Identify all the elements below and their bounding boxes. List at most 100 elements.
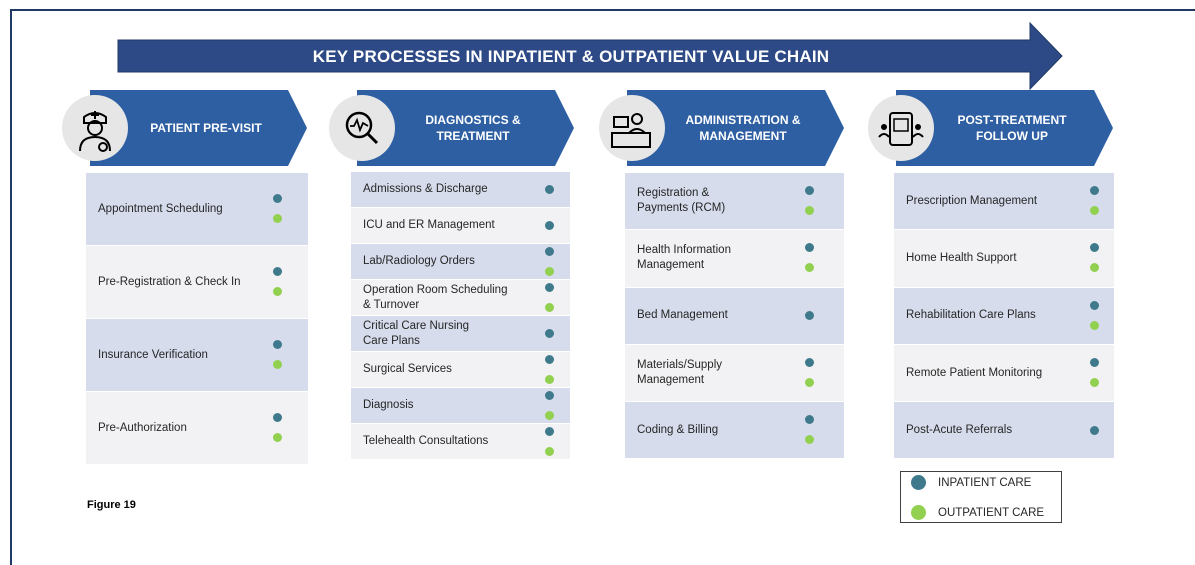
inpatient-dot-icon: [1090, 358, 1099, 368]
banner-arrow-shape: [117, 21, 1063, 91]
inpatient-dot-icon: [545, 185, 554, 194]
inpatient-dot-icon: [1090, 300, 1099, 310]
process-row: Diagnosis: [351, 388, 570, 423]
process-row: Registration & Payments (RCM): [625, 173, 844, 230]
outpatient-dot-icon: [805, 263, 814, 273]
admin-desk-icon: [599, 95, 665, 161]
process-column: Registration & Payments (RCM) Health Info…: [625, 173, 844, 460]
inpatient-dot-icon: [805, 186, 814, 196]
inpatient-dot-icon: [545, 329, 554, 338]
header-chevron-shape: [627, 90, 844, 166]
doctor-icon: [62, 95, 128, 161]
process-row: Appointment Scheduling: [86, 173, 308, 245]
value-chain-banner: KEY PROCESSES IN INPATIENT & OUTPATIENT …: [0, 0, 1195, 100]
process-row: Bed Management: [625, 287, 844, 344]
outpatient-dot-icon: [545, 374, 554, 384]
process-label: Surgical Services: [363, 363, 452, 375]
header-title: DIAGNOSTICS & TREATMENT: [425, 113, 521, 143]
process-label: Materials/Supply Management: [637, 359, 723, 387]
process-label: Operation Room Scheduling & Turnover: [363, 283, 508, 311]
process-row: Surgical Services: [351, 352, 570, 387]
outpatient-dot-icon: [1090, 263, 1099, 273]
inpatient-dot-icon: [805, 311, 814, 321]
process-row: ICU and ER Management: [351, 208, 570, 243]
header-title: ADMINISTRATION & MANAGEMENT: [685, 113, 801, 143]
figure-label: Figure 19: [87, 499, 136, 511]
outpatient-dot-icon: [805, 206, 814, 216]
process-row: Prescription Management: [894, 173, 1114, 230]
process-row: Home Health Support: [894, 230, 1114, 287]
process-row: Admissions & Discharge: [351, 172, 570, 207]
magnifier-pulse-icon: [329, 95, 395, 161]
process-label: Diagnosis: [363, 399, 414, 411]
process-label: ICU and ER Management: [363, 219, 495, 231]
inpatient-dot-icon: [273, 267, 282, 276]
inpatient-dot-icon: [545, 221, 554, 230]
process-row: Health Information Management: [625, 230, 844, 287]
outpatient-dot-icon: [911, 505, 926, 520]
outpatient-dot-icon: [1090, 378, 1099, 388]
telehealth-device-icon: [868, 95, 934, 161]
legend-label: INPATIENT CARE: [938, 476, 1032, 489]
legend-label: OUTPATIENT CARE: [938, 506, 1045, 519]
process-row: Coding & Billing: [625, 402, 844, 459]
outpatient-dot-icon: [273, 433, 282, 442]
outpatient-dot-icon: [805, 378, 814, 388]
outpatient-dot-icon: [273, 214, 282, 223]
process-label: Pre-Authorization: [98, 421, 187, 434]
process-row: Pre-Authorization: [86, 392, 308, 464]
header-post-treatment-follow-up: POST-TREATMENT FOLLOW UP: [868, 90, 1114, 168]
process-label: Pre-Registration & Check In: [98, 275, 241, 288]
outpatient-dot-icon: [545, 410, 554, 420]
process-label: Coding & Billing: [637, 423, 719, 436]
frame-top-border: [10, 9, 1195, 11]
process-row: Materials/Supply Management: [625, 344, 844, 402]
header-chevron-shape: [90, 90, 307, 166]
header-diagnostics-treatment: DIAGNOSTICS & TREATMENT: [329, 90, 575, 168]
process-label: Prescription Management: [906, 194, 1038, 207]
process-row: Lab/Radiology Orders: [351, 244, 570, 279]
banner-title: KEY PROCESSES IN INPATIENT & OUTPATIENT …: [312, 47, 830, 66]
header-patient-pre-visit: PATIENT PRE-VISIT: [62, 90, 308, 168]
process-label: Critical Care Nursing Care Plans: [363, 319, 470, 347]
process-label: Admissions & Discharge: [363, 183, 488, 195]
inpatient-dot-icon: [805, 415, 814, 425]
process-row: Post-Acute Referrals: [894, 402, 1114, 459]
inpatient-dot-icon: [545, 282, 554, 292]
frame-left-border: [10, 9, 12, 565]
process-row: Operation Room Scheduling & Turnover: [351, 280, 570, 315]
outpatient-dot-icon: [1090, 206, 1099, 216]
legend-item-outpatient: OUTPATIENT CARE: [911, 505, 1044, 520]
process-row: Insurance Verification: [86, 319, 308, 391]
outpatient-dot-icon: [273, 360, 282, 369]
inpatient-dot-icon: [805, 358, 814, 368]
outpatient-dot-icon: [805, 435, 814, 445]
legend-item-inpatient: INPATIENT CARE: [911, 475, 1031, 490]
process-label: Remote Patient Monitoring: [906, 366, 1043, 379]
process-label: Post-Acute Referrals: [906, 423, 1013, 436]
legend: INPATIENT CARE OUTPATIENT CARE: [900, 471, 1062, 523]
outpatient-dot-icon: [1090, 320, 1099, 330]
process-row: Critical Care Nursing Care Plans: [351, 316, 570, 351]
process-label: Registration & Payments (RCM): [637, 187, 726, 215]
process-label: Bed Management: [637, 309, 728, 322]
process-row: Rehabilitation Care Plans: [894, 287, 1114, 344]
inpatient-dot-icon: [545, 246, 554, 256]
header-chevron-shape: [357, 90, 574, 166]
outpatient-dot-icon: [545, 302, 554, 312]
process-row: Pre-Registration & Check In: [86, 246, 308, 318]
inpatient-dot-icon: [273, 413, 282, 422]
outpatient-dot-icon: [273, 287, 282, 296]
process-label: Rehabilitation Care Plans: [906, 309, 1036, 322]
process-label: Lab/Radiology Orders: [363, 255, 475, 267]
process-row: Telehealth Consultations: [351, 424, 570, 459]
process-row: Remote Patient Monitoring: [894, 344, 1114, 402]
inpatient-dot-icon: [545, 426, 554, 436]
header-title: POST-TREATMENT FOLLOW UP: [957, 113, 1067, 143]
process-label: Health Information Management: [637, 244, 731, 272]
inpatient-dot-icon: [911, 475, 926, 490]
header-chevron-shape: [896, 90, 1113, 166]
